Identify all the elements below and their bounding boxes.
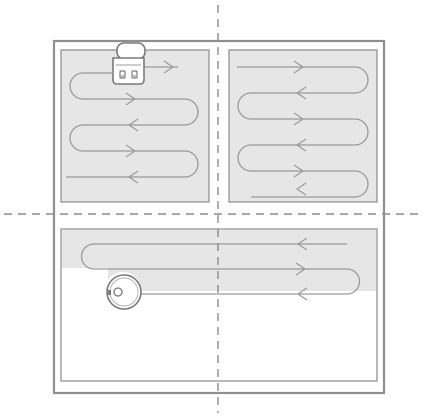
arrow-left-icon — [295, 182, 307, 196]
arrow-left-icon — [127, 170, 139, 184]
zone-bottom-path — [80, 243, 361, 295]
robot-vacuum-round-icon — [106, 274, 142, 310]
arrow-right-icon — [293, 60, 305, 74]
arrow-left-icon — [295, 138, 307, 152]
arrow-right-icon — [125, 144, 137, 158]
arrow-left-icon — [296, 287, 308, 301]
arrow-left-icon — [296, 237, 308, 251]
zone-top-right — [228, 49, 378, 203]
arrow-right-icon — [293, 112, 305, 126]
arrow-right-icon — [125, 92, 137, 106]
arrow-right-icon — [293, 164, 305, 178]
robot-vacuum-topview-icon — [112, 42, 146, 85]
zone-bottom — [60, 228, 378, 382]
zone-top-right-frame — [228, 49, 378, 203]
arrow-left-icon — [295, 86, 307, 100]
arrow-right-icon — [295, 262, 307, 276]
zone-top-right-path — [237, 66, 369, 198]
arrow-right-icon — [163, 60, 175, 74]
zone-bottom-cleaned-area — [62, 230, 376, 291]
arrow-left-icon — [127, 118, 139, 132]
